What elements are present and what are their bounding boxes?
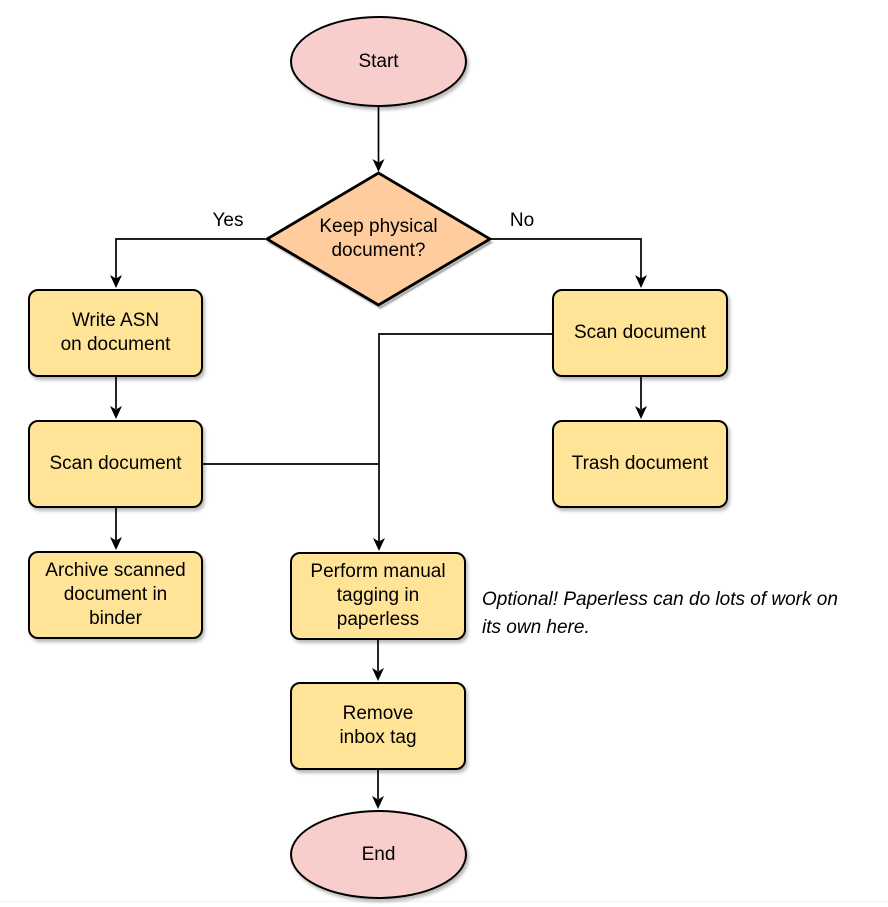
node-manual-tagging: Perform manual tagging in paperless [290,552,466,640]
node-start-label: Start [358,50,399,72]
arrowhead [635,406,647,419]
page-bottom-divider [0,901,888,902]
node-archive-binder: Archive scanned document in binder [28,551,203,639]
node-scan-document-left: Scan document [28,420,203,508]
arrowhead [110,275,122,288]
node-scan-document-right: Scan document [552,289,728,377]
edge-label-no: No [509,210,535,231]
edge-decision-no [490,238,642,279]
node-end: End [290,810,467,899]
arrowhead [372,796,384,809]
node-manual-tagging-label: Perform manual tagging in paperless [310,561,446,630]
node-write-asn-label: Write ASN on document [60,310,171,355]
node-archive-binder-label: Archive scanned document in binder [45,560,186,629]
arrowhead [372,159,385,172]
node-write-asn: Write ASN on document [28,289,203,377]
node-scan-document-right-label: Scan document [573,322,707,343]
node-trash-document: Trash document [552,420,728,508]
edge-decision-yes [115,238,265,279]
arrowheads [110,159,647,809]
node-scan-document-left-label: Scan document [49,453,182,474]
arrowhead [110,406,122,419]
node-start: Start [290,16,467,107]
arrowhead [635,275,647,288]
arrowhead [110,537,122,550]
edge-label-yes: Yes [212,210,244,231]
node-remove-inbox-tag: Remove inbox tag [290,682,466,770]
edge-scanright-merge-to-tagging [378,333,552,542]
node-end-label: End [361,843,396,865]
arrowhead [372,668,384,681]
arrowhead [373,538,385,551]
decision-diamond-shape [264,171,493,307]
node-trash-document-label: Trash document [571,453,709,474]
node-remove-inbox-tag-label: Remove inbox tag [339,703,417,748]
optional-note: Optional! Paperless can do lots of work … [482,589,838,638]
